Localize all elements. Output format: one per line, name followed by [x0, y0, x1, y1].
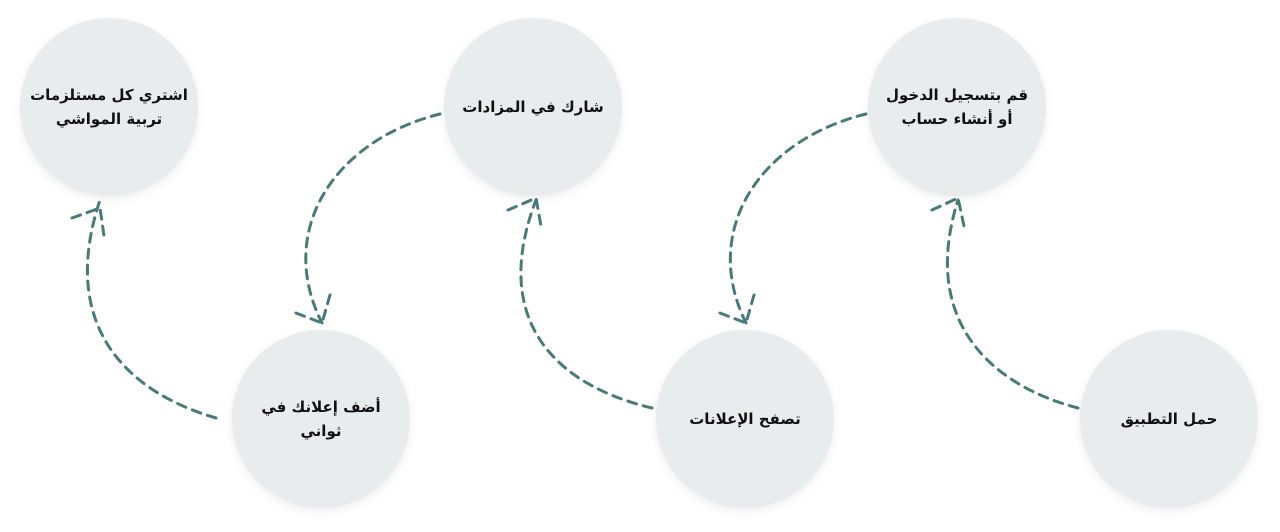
- arrow-download-to-login: [930, 195, 1080, 410]
- step-label: قم بتسجيل الدخول أو أنشاء حساب: [885, 86, 1029, 128]
- step-label: شارك في المزادات: [462, 98, 604, 116]
- step-label: أضف إعلانك في ثواني: [261, 398, 381, 440]
- step-download: حمل التطبيق: [1080, 330, 1258, 508]
- step-buy: اشتري كل مستلزمات تربية المواشي: [20, 18, 198, 196]
- step-label: حمل التطبيق: [1120, 410, 1218, 428]
- arrow-login-to-browse: [718, 112, 868, 325]
- arrow-post-ad-to-buy: [70, 198, 218, 420]
- step-label: اشتري كل مستلزمات تربية المواشي: [30, 86, 188, 128]
- arrow-browse-to-auction: [506, 195, 654, 410]
- step-login: قم بتسجيل الدخول أو أنشاء حساب: [868, 18, 1046, 196]
- arrow-auction-to-post-ad: [294, 112, 442, 325]
- step-auction: شارك في المزادات: [444, 18, 622, 196]
- step-post-ad: أضف إعلانك في ثواني: [232, 330, 410, 508]
- step-browse: تصفح الإعلانات: [656, 330, 834, 508]
- step-label: تصفح الإعلانات: [689, 410, 801, 428]
